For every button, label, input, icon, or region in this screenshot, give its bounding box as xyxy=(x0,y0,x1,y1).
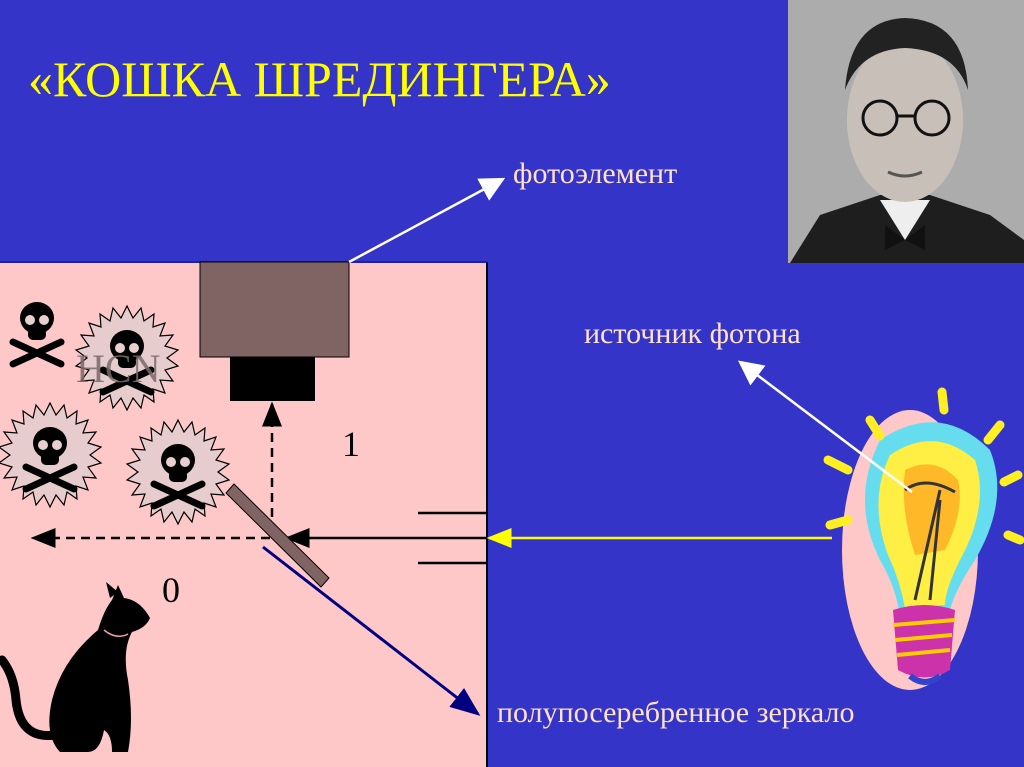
mirror-label: полупосеребренное зеркало xyxy=(497,696,854,729)
path-1-label: 1 xyxy=(342,424,360,464)
source-pointer-arrow xyxy=(738,360,913,493)
path-0-label: 0 xyxy=(162,570,180,610)
cat-icon xyxy=(0,582,151,752)
half-silvered-mirror xyxy=(225,483,330,588)
reflected-beam xyxy=(262,545,481,716)
photocell-pointer-arrow xyxy=(348,177,506,264)
light-bulb-icon xyxy=(823,387,1024,690)
slide-title: «КОШКА ШРЕДИНГЕРА» xyxy=(28,51,611,107)
photocell-label: фотоэлемент xyxy=(513,157,677,190)
photocell xyxy=(199,261,350,401)
photon-source-label: источник фотона xyxy=(584,317,801,350)
poison-label: HCN xyxy=(76,346,160,391)
portrait-photo xyxy=(788,0,1024,263)
